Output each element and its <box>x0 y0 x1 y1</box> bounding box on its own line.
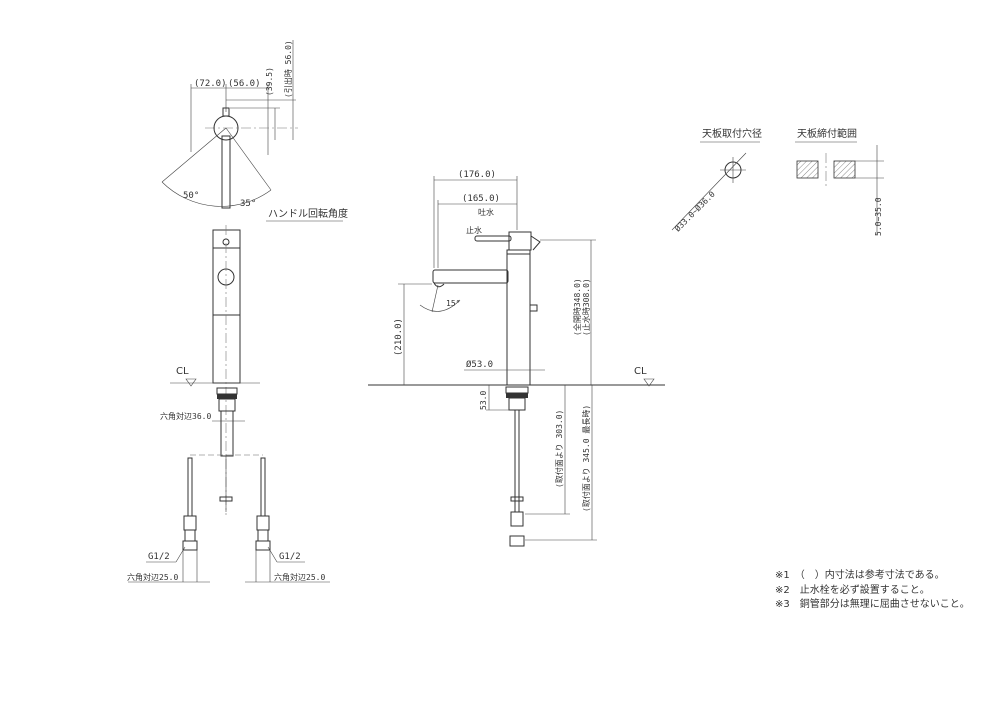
angle-35: 35° <box>240 199 256 209</box>
dim-303: (取付面より 303.0) <box>554 410 564 488</box>
thread-right: G1/2 <box>279 552 301 562</box>
hole-dim: Ø33.0~Ø36.0 <box>672 189 717 234</box>
centerline-label-side: CL <box>634 366 647 377</box>
dim-53: 53.0 <box>479 391 488 410</box>
angle-50: 50° <box>183 191 199 201</box>
front-view: CL 六角対辺36.0 G1/2 G1/2 六角対辺25.0 六角対辺25.0 <box>127 225 330 583</box>
note-3: ※3 銅管部分は無理に屈曲させないこと。 <box>775 599 970 610</box>
dim-pullout-56: (引出時 56.0) <box>283 40 293 98</box>
centerline-label: CL <box>176 366 189 377</box>
handle-rotation-title: ハンドル回転角度 <box>268 207 348 220</box>
clamp-range-detail: 天板締付範囲 5.0~35.0 <box>795 127 884 236</box>
hole-title: 天板取付穴径 <box>702 127 762 140</box>
clamp-title: 天板締付範囲 <box>797 127 857 140</box>
dim-56: (56.0) <box>228 79 261 89</box>
side-view: CL (176.0) (165.0) 吐水 止水 15° (210.0) Ø53… <box>368 170 665 547</box>
top-view: (72.0) (56.0) (39.5) (引出時 56.0) 50° 35° … <box>161 40 348 222</box>
dim-72: (72.0) <box>194 79 227 89</box>
angle-15: 15° <box>446 299 460 308</box>
label-open: 吐水 <box>478 207 494 217</box>
label-close: 止水 <box>466 225 482 235</box>
dim-348: (全開時348.0) <box>572 278 582 336</box>
hex-25-right: 六角対辺25.0 <box>274 572 325 582</box>
dim-210: (210.0) <box>394 318 404 356</box>
dim-345: (取付面より 345.0 最長時) <box>581 405 591 512</box>
dim-308: (止水時308.0) <box>581 278 591 336</box>
dim-165: (165.0) <box>462 194 500 204</box>
dim-176: (176.0) <box>458 170 496 180</box>
dim-diameter-53: Ø53.0 <box>466 359 493 370</box>
clamp-dim: 5.0~35.0 <box>874 197 883 236</box>
note-1: ※1 （ ）内寸法は参考寸法である。 <box>775 570 945 581</box>
hole-diameter-detail: 天板取付穴径 Ø33.0~Ø36.0 <box>671 127 762 234</box>
hex-36-label: 六角対辺36.0 <box>160 411 211 421</box>
dim-39-5: (39.5) <box>265 67 274 96</box>
note-2: ※2 止水栓を必ず設置すること。 <box>775 584 930 596</box>
notes: ※1 （ ）内寸法は参考寸法である。 ※2 止水栓を必ず設置すること。 ※3 銅… <box>775 569 970 613</box>
thread-left: G1/2 <box>148 552 170 562</box>
hex-25-left: 六角対辺25.0 <box>127 572 178 582</box>
